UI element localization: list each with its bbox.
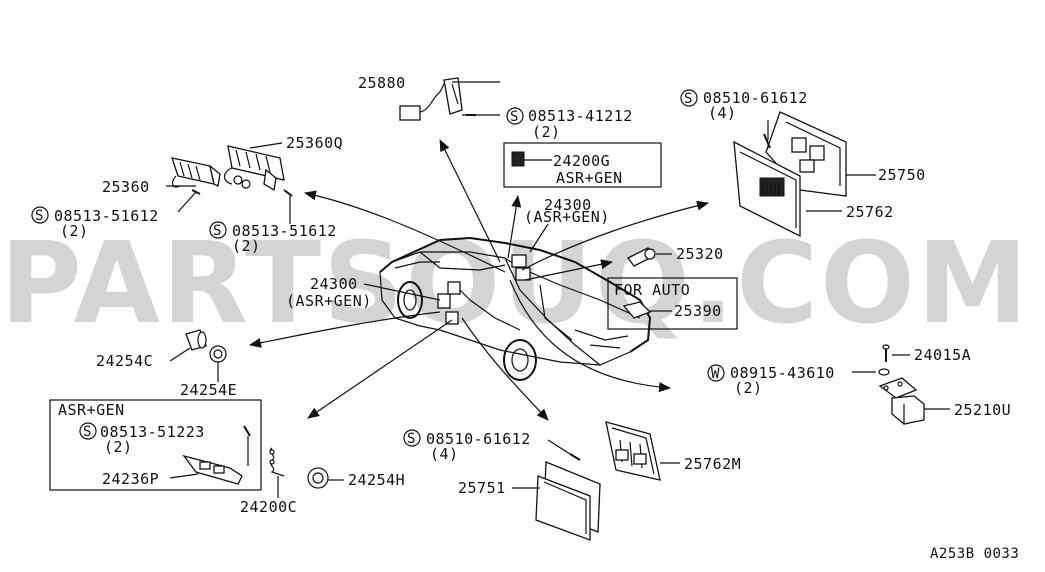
part-24236P-bracket xyxy=(182,454,243,485)
label-24200C: 24200C xyxy=(240,498,297,516)
sym-s-5: S xyxy=(83,424,92,440)
label-24300-top-asr: (ASR+GEN) xyxy=(524,208,610,226)
label-08513-51223: 08513-51223 xyxy=(100,423,205,441)
label-25320: 25320 xyxy=(676,245,724,263)
s-circle-symbol xyxy=(680,89,698,107)
qty-08510-61612-top: (4) xyxy=(708,104,737,122)
qty-08513-51612-b: (2) xyxy=(232,237,261,255)
sym-w: W xyxy=(711,366,720,382)
part-24254E-grommet xyxy=(209,345,227,363)
label-08510-61612-bottom: 08510-61612 xyxy=(426,430,531,448)
qty-08510-61612-bottom: (4) xyxy=(430,445,459,463)
label-for-auto: FOR AUTO xyxy=(614,281,690,299)
label-24300-left-asr: (ASR+GEN) xyxy=(286,292,372,310)
label-asr-gen-box: ASR+GEN xyxy=(58,401,125,419)
label-24236P: 24236P xyxy=(102,470,159,488)
screw-icon xyxy=(569,453,581,461)
s-circle-symbol xyxy=(403,429,421,447)
car-illustration xyxy=(379,236,652,381)
qty-08513-51612-a: (2) xyxy=(60,222,89,240)
label-25750: 25750 xyxy=(878,166,926,184)
label-24300-left: 24300 xyxy=(310,275,358,293)
part-25880-lamp-socket xyxy=(399,77,500,121)
s-circle-symbol xyxy=(209,221,227,239)
qty-08513-51223: (2) xyxy=(104,438,133,456)
part-24254H-grommet xyxy=(307,467,329,489)
label-25390: 25390 xyxy=(674,302,722,320)
washer-icon xyxy=(878,368,890,376)
label-25210U: 25210U xyxy=(954,401,1011,419)
label-08510-61612-top: 08510-61612 xyxy=(703,89,808,107)
sym-s-6: S xyxy=(407,431,416,447)
part-24254C-grommet xyxy=(185,329,207,351)
box-asr-gen xyxy=(49,399,262,491)
s-circle-symbol xyxy=(31,206,49,224)
label-24254C: 24254C xyxy=(96,352,153,370)
label-25360: 25360 xyxy=(102,178,150,196)
label-08513-41212: 08513-41212 xyxy=(528,107,633,125)
label-24200G: 24200G xyxy=(553,152,610,170)
label-25762M: 25762M xyxy=(684,455,741,473)
w-circle-symbol xyxy=(707,364,725,382)
sym-s-1: S xyxy=(510,109,519,125)
label-08915-43610: 08915-43610 xyxy=(730,364,835,382)
watermark-text: PARTSOUQ.COM xyxy=(0,219,1030,349)
label-asr-gen-box-top: ASR+GEN xyxy=(556,169,623,187)
connector-icon xyxy=(511,151,525,167)
sym-s-4: S xyxy=(213,223,222,239)
part-25390-switch xyxy=(622,301,652,319)
label-08513-51612-b: 08513-51612 xyxy=(232,222,337,240)
label-25762: 25762 xyxy=(846,203,894,221)
part-25750-lamp-housing xyxy=(733,111,847,238)
part-25360-lamp xyxy=(171,145,285,192)
sym-s-2b: S xyxy=(684,91,693,107)
leader-arrows xyxy=(249,139,709,421)
box-24200G xyxy=(503,142,662,188)
label-24254E: 24254E xyxy=(180,381,237,399)
part-25320-switch xyxy=(627,247,656,267)
label-25880: 25880 xyxy=(358,74,406,92)
label-24300-top: 24300 xyxy=(544,196,592,214)
qty-08513-41212: (2) xyxy=(532,123,561,141)
diagram-code: A253B 0033 xyxy=(930,546,1019,562)
part-25751-lamp xyxy=(535,461,601,541)
screw-icon xyxy=(882,344,890,362)
qty-08915-43610: (2) xyxy=(734,379,763,397)
label-25360Q: 25360Q xyxy=(286,134,343,152)
part-24200C-harness xyxy=(269,447,285,477)
label-08513-51612-a: 08513-51612 xyxy=(54,207,159,225)
screw-icon xyxy=(283,189,293,197)
label-24254H: 24254H xyxy=(348,471,405,489)
label-25751: 25751 xyxy=(458,479,506,497)
sym-s-3: S xyxy=(35,208,44,224)
part-25762M-housing xyxy=(605,421,661,481)
screw-icon xyxy=(243,425,251,437)
box-for-auto xyxy=(607,277,738,330)
part-25210U-relay xyxy=(878,377,925,425)
s-circle-symbol xyxy=(79,422,97,440)
s-circle-symbol xyxy=(506,107,524,125)
label-24015A: 24015A xyxy=(914,346,971,364)
